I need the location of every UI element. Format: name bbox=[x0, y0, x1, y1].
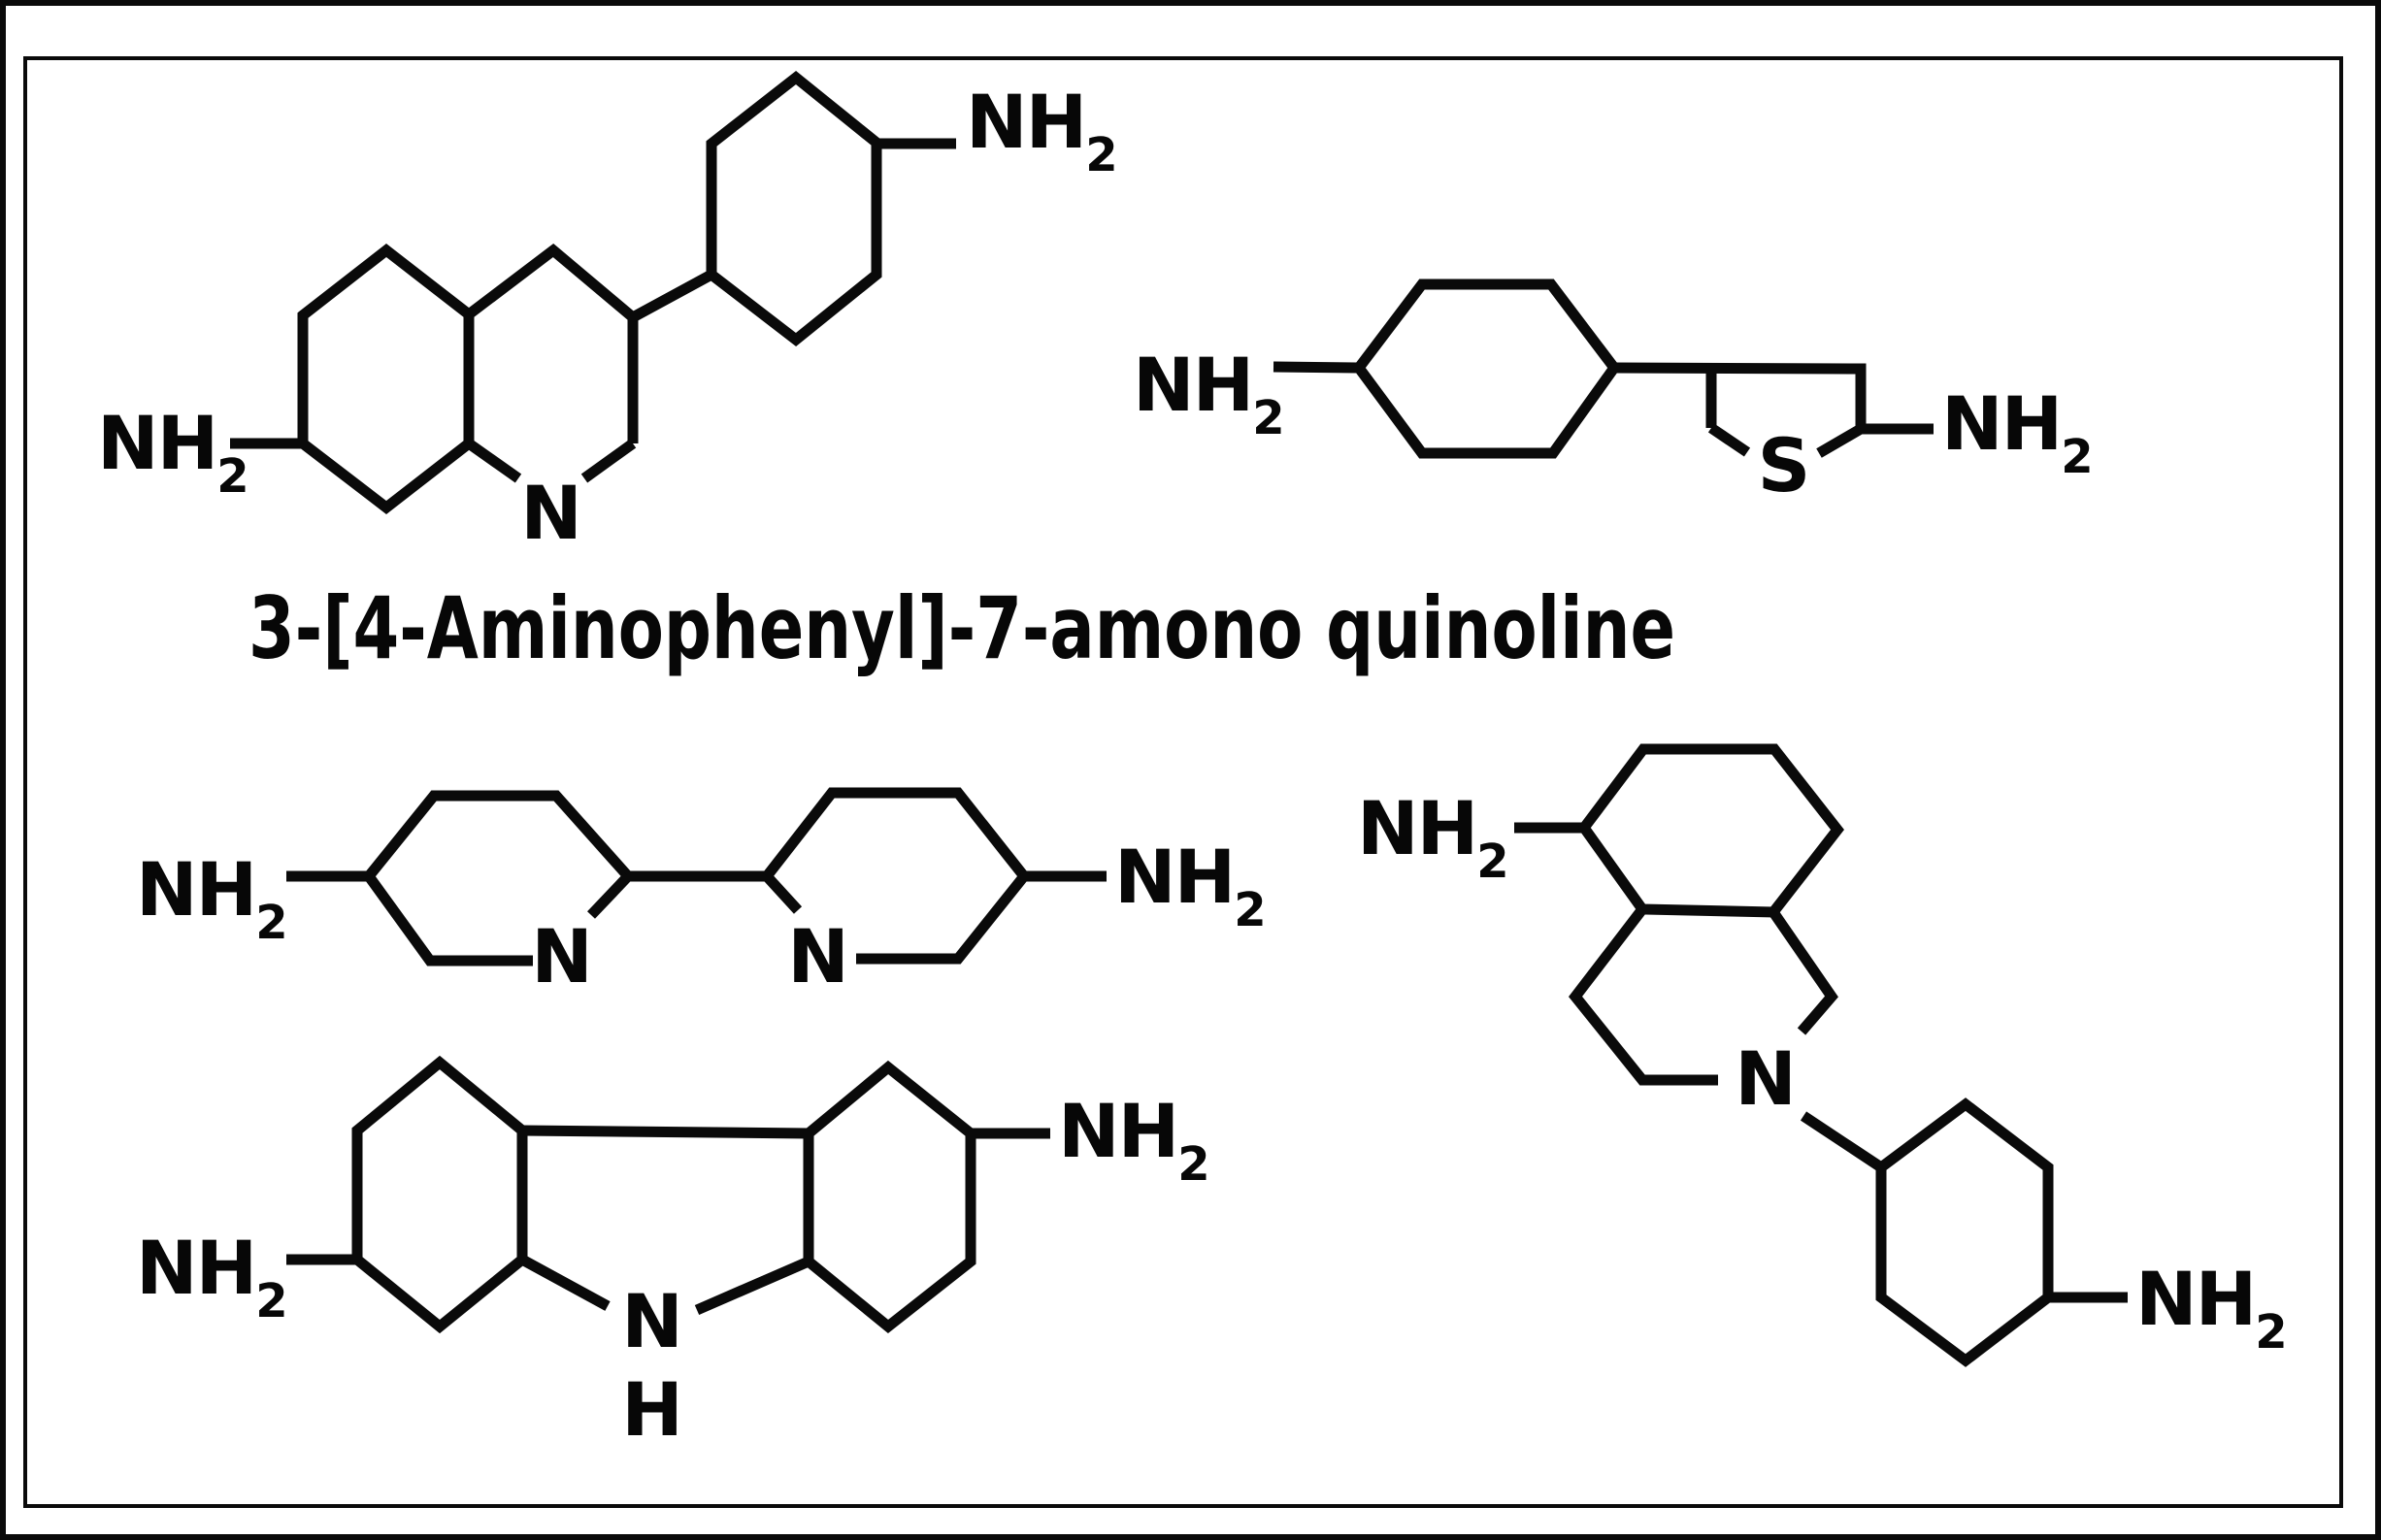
inner-border bbox=[23, 56, 2343, 1508]
hydrogen-label: H bbox=[621, 1366, 681, 1453]
sulfur-label: S bbox=[1758, 422, 1809, 508]
nh2-label: NH2 bbox=[1941, 380, 2094, 484]
ring-bonds bbox=[1569, 905, 1718, 1086]
structure-thiophene-cyclohexane: NH2 S NH2 bbox=[1133, 279, 2094, 508]
bond bbox=[521, 1125, 810, 1139]
nh2-label: NH2 bbox=[1058, 1088, 1210, 1192]
nh2-label: NH2 bbox=[1133, 342, 1285, 445]
ring-bonds bbox=[364, 872, 533, 967]
bond bbox=[587, 872, 632, 919]
ring-bonds bbox=[1613, 362, 1867, 429]
bond bbox=[694, 1256, 811, 1316]
figure-title: 3-[4-Aminophenyl]-7-amono quinoline bbox=[248, 578, 1675, 678]
bond bbox=[580, 439, 637, 483]
nh2-label: NH2 bbox=[1114, 834, 1267, 937]
nh2-label: NH2 bbox=[2135, 1256, 2288, 1360]
nitrogen-label: N bbox=[531, 913, 591, 999]
bond bbox=[1707, 423, 1751, 457]
nh2-label: NH2 bbox=[136, 1225, 288, 1328]
bond bbox=[630, 270, 714, 322]
structure-isoquinoline-cyclohexane: NH2 N NH2 bbox=[1357, 743, 2288, 1367]
ring-bonds bbox=[762, 787, 1029, 880]
nitrogen-label: N bbox=[621, 1278, 681, 1364]
structure-bipyridine: NH2 N N NH2 bbox=[136, 787, 1267, 999]
nh2-label: NH2 bbox=[136, 846, 288, 950]
nitrogen-label: N bbox=[787, 913, 847, 999]
structure-aminophenyl-quinoline: NH2 N NH2 bbox=[97, 70, 1118, 556]
ring-bonds bbox=[1769, 908, 1838, 1035]
ring-bonds bbox=[364, 790, 633, 880]
nh2-label: NH2 bbox=[1357, 785, 1509, 889]
bond bbox=[1273, 361, 1360, 374]
nh2-label: NH2 bbox=[97, 400, 249, 504]
bond bbox=[1816, 424, 1864, 458]
bond bbox=[519, 1255, 611, 1311]
ring-bonds bbox=[856, 872, 1029, 965]
bond bbox=[762, 872, 803, 914]
nitrogen-label: N bbox=[1735, 1035, 1795, 1122]
nh2-label: NH2 bbox=[966, 79, 1118, 182]
ring-bonds bbox=[465, 243, 639, 443]
bond bbox=[465, 439, 522, 483]
nitrogen-label: N bbox=[520, 470, 580, 556]
structure-carbazole: NH2 N H NH2 bbox=[136, 1055, 1210, 1453]
bond bbox=[1800, 1111, 1885, 1172]
